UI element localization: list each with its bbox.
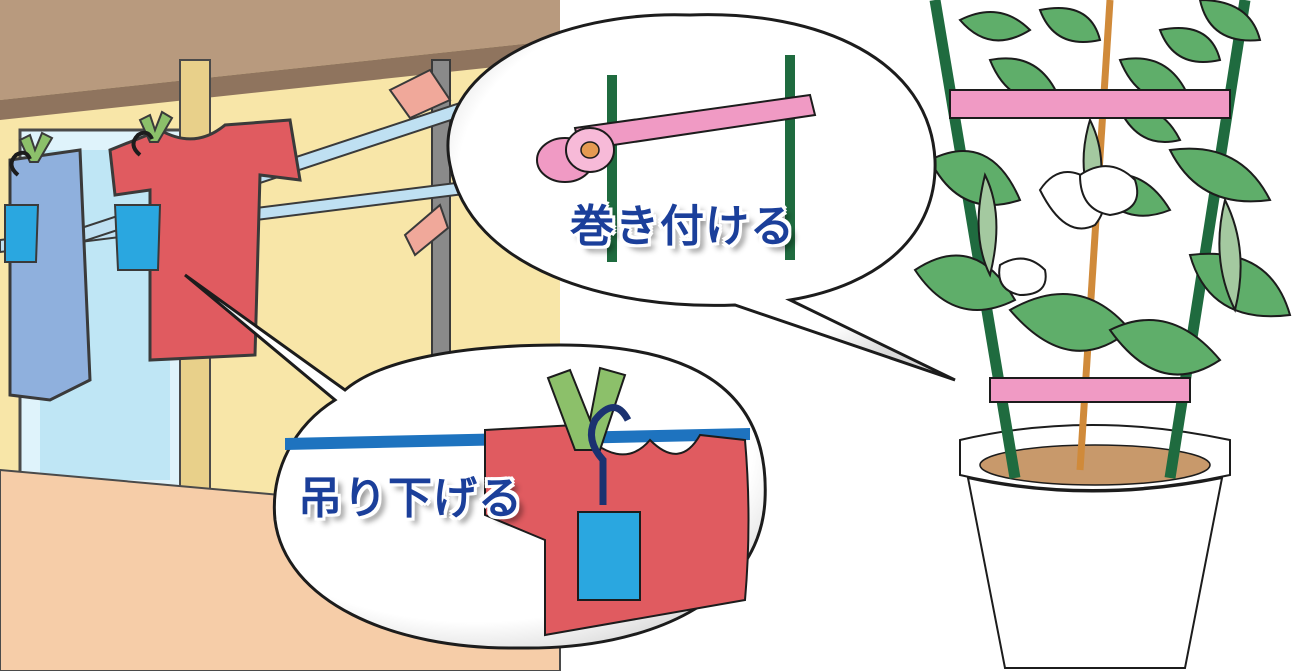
eaves-edge bbox=[0, 40, 560, 120]
blue-shirt bbox=[8, 148, 92, 402]
red-shirt bbox=[108, 118, 302, 362]
eaves bbox=[0, 0, 560, 100]
label-wrap: 巻き付ける bbox=[570, 201, 795, 252]
pea-flower-icon bbox=[998, 165, 1139, 297]
leaves bbox=[913, 0, 1292, 376]
callout-bubble bbox=[446, 13, 956, 382]
pea-pod-icon bbox=[977, 172, 998, 278]
hook-icon bbox=[131, 130, 154, 157]
hook-icon bbox=[587, 404, 632, 505]
pink-tape-tie bbox=[989, 377, 1191, 403]
callout-wrap bbox=[446, 13, 956, 382]
pot-body bbox=[966, 476, 1224, 669]
hook-icon bbox=[9, 150, 32, 177]
pink-tape-pole bbox=[388, 68, 452, 120]
trap-card bbox=[577, 511, 641, 601]
pink-tape-tie bbox=[949, 89, 1231, 119]
trap-card bbox=[4, 204, 40, 263]
trap-card bbox=[113, 204, 162, 271]
soil bbox=[979, 444, 1211, 486]
clothespin-icon bbox=[546, 366, 627, 451]
label-hang: 吊り下げる bbox=[298, 473, 523, 524]
pea-plant bbox=[913, 0, 1292, 669]
pink-tape-pole-lower bbox=[403, 203, 450, 257]
tape-roll-icon bbox=[536, 127, 615, 183]
callout-hang bbox=[184, 273, 767, 650]
pea-pod-icon bbox=[1218, 197, 1242, 313]
